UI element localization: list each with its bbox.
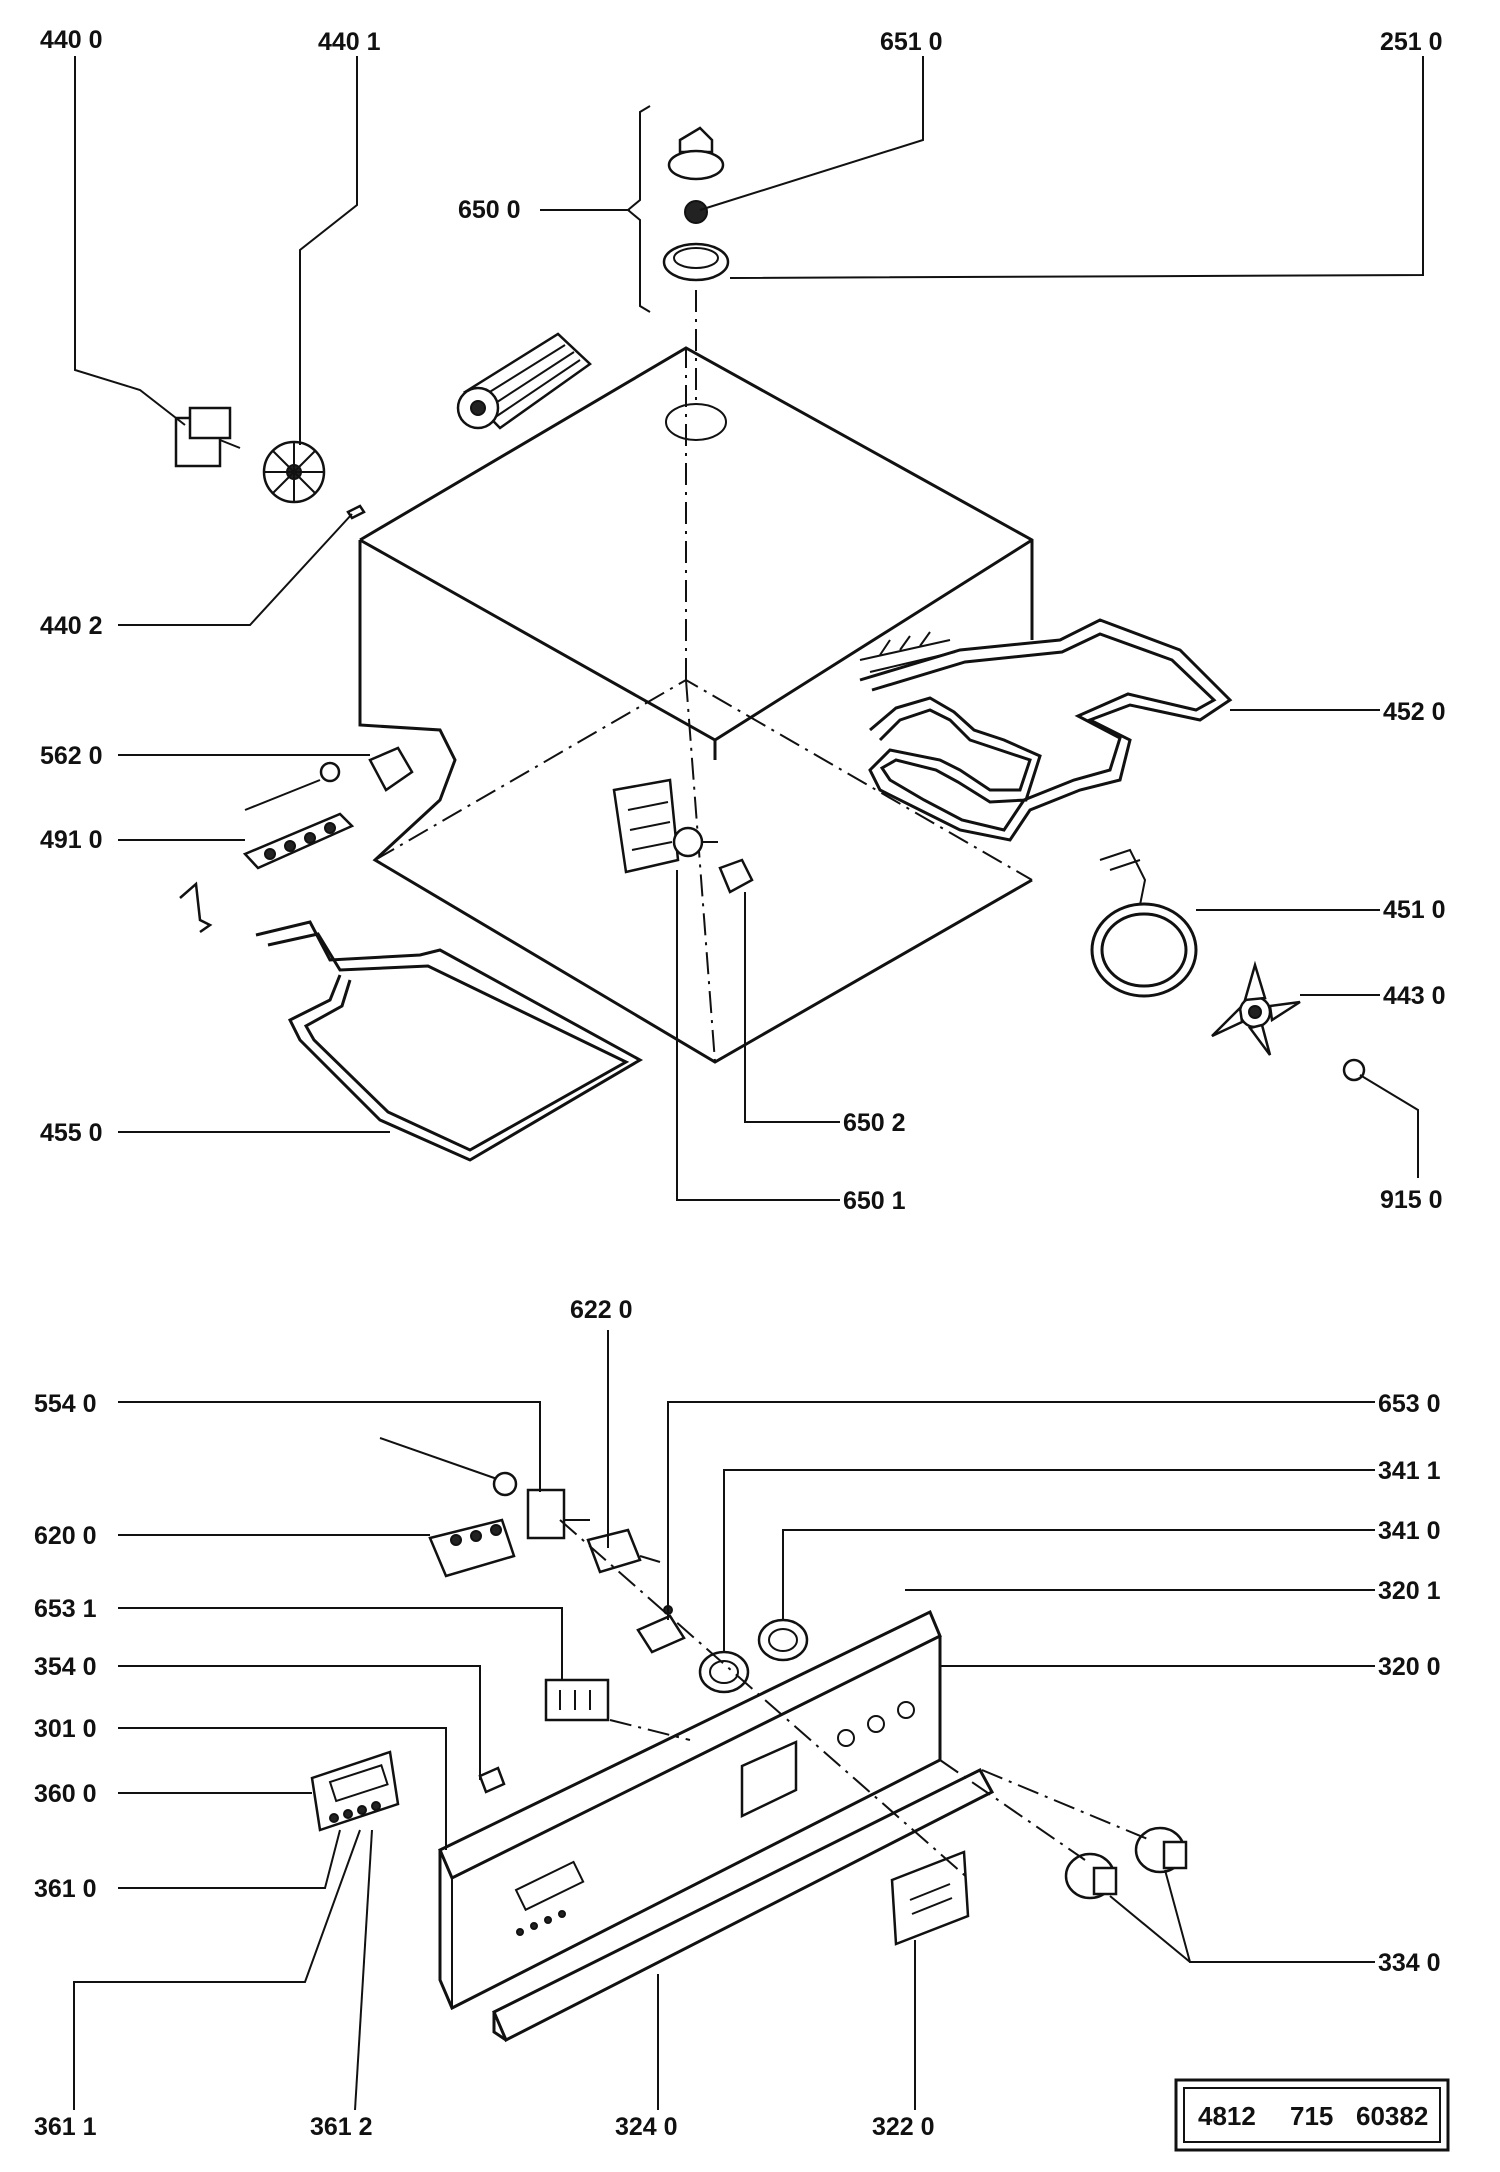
label-320-1: 320 1 <box>1378 1577 1441 1605</box>
label-301-0: 301 0 <box>34 1715 97 1743</box>
leader-lines <box>73 56 1424 2111</box>
label-650-2: 650 2 <box>843 1109 906 1137</box>
label-650-0: 650 0 <box>458 196 521 224</box>
fan-motor <box>174 406 241 468</box>
label-620-0: 620 0 <box>34 1522 97 1550</box>
label-361-0: 361 0 <box>34 1875 97 1903</box>
label-440-2: 440 2 <box>40 612 103 640</box>
convection-fan-blade <box>1211 960 1301 1056</box>
label-251-0: 251 0 <box>1380 28 1443 56</box>
label-554-0: 554 0 <box>34 1390 97 1418</box>
terminal-strip <box>428 1518 516 1578</box>
lower-heating-element <box>255 920 644 1162</box>
label-440-0: 440 0 <box>40 26 103 54</box>
bracket-clip <box>179 881 213 934</box>
label-451-0: 451 0 <box>1383 896 1446 924</box>
terminal-block <box>242 812 355 870</box>
label-341-0: 341 0 <box>1378 1517 1441 1545</box>
label-361-2: 361 2 <box>310 2113 373 2141</box>
label-491-0: 491 0 <box>40 826 103 854</box>
label-341-1: 341 1 <box>1378 1457 1441 1485</box>
label-653-1: 653 1 <box>34 1595 97 1623</box>
label-322-0: 322 0 <box>872 2113 935 2141</box>
label-320-0: 320 0 <box>1378 1653 1441 1681</box>
label-650-1: 650 1 <box>843 1187 906 1215</box>
thermostat-switch <box>379 1437 590 1540</box>
label-915-0: 915 0 <box>1380 1186 1443 1214</box>
label-452-0: 452 0 <box>1383 698 1446 726</box>
circular-heating-element <box>1090 848 1198 998</box>
label-653-0: 653 0 <box>1378 1390 1441 1418</box>
selector-switch-module <box>586 1528 661 1574</box>
programmer-clock <box>310 1750 400 1832</box>
control-panel-fascia <box>438 1609 942 2011</box>
lamp-assembly <box>626 105 730 400</box>
label-440-1: 440 1 <box>318 28 381 56</box>
label-651-0: 651 0 <box>880 28 943 56</box>
indicator-lamp-holder <box>636 1605 686 1654</box>
label-443-0: 443 0 <box>1383 982 1446 1010</box>
selector-switch <box>612 778 718 874</box>
switch-cover <box>718 858 754 894</box>
label-361-1: 361 1 <box>34 2113 97 2141</box>
reference-part-3: 60382 <box>1356 2101 1428 2131</box>
reference-part-2: 715 <box>1290 2101 1333 2131</box>
reference-number-box: 4812 715 60382 <box>1174 2078 1450 2152</box>
label-562-0: 562 0 <box>40 742 103 770</box>
reference-part-1: 4812 <box>1198 2101 1256 2131</box>
control-knobs <box>1064 1826 1188 1900</box>
label-455-0: 455 0 <box>40 1119 103 1147</box>
label-334-0: 334 0 <box>1378 1949 1441 1977</box>
oven-cavity-box <box>358 346 1034 1064</box>
grill-heating-element <box>859 618 1233 842</box>
instruction-card <box>890 1850 970 1946</box>
fan-wheel <box>262 440 326 504</box>
label-324-0: 324 0 <box>615 2113 678 2141</box>
label-354-0: 354 0 <box>34 1653 97 1681</box>
lamp-contact <box>478 1766 506 1794</box>
thermostat <box>244 746 414 811</box>
control-panel-trim <box>492 1768 995 2043</box>
pilot-light <box>544 1678 610 1722</box>
label-360-0: 360 0 <box>34 1780 97 1808</box>
cooling-fan-motor <box>456 332 592 430</box>
fan-nut <box>1342 1058 1366 1082</box>
label-622-0: 622 0 <box>570 1296 633 1324</box>
